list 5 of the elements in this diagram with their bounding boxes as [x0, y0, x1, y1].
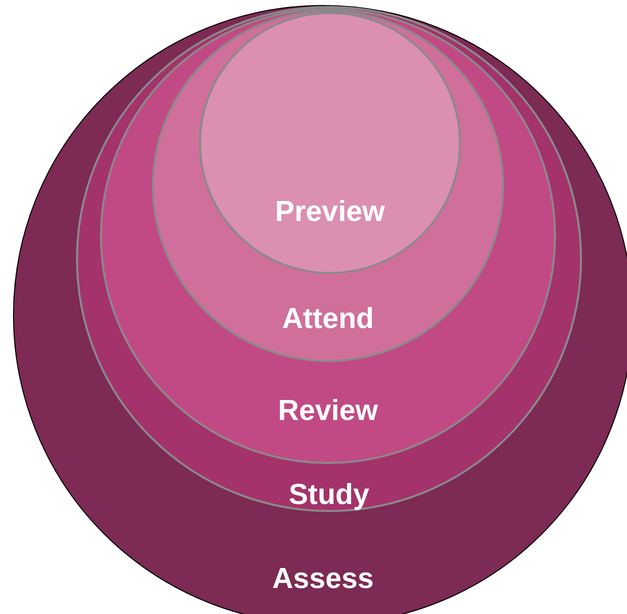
circle-label: Preview [275, 195, 385, 229]
circle-label: Review [278, 394, 378, 428]
circle-label: Attend [282, 302, 374, 336]
circle-label: Study [288, 478, 370, 512]
circle-label: Assess [272, 562, 374, 596]
